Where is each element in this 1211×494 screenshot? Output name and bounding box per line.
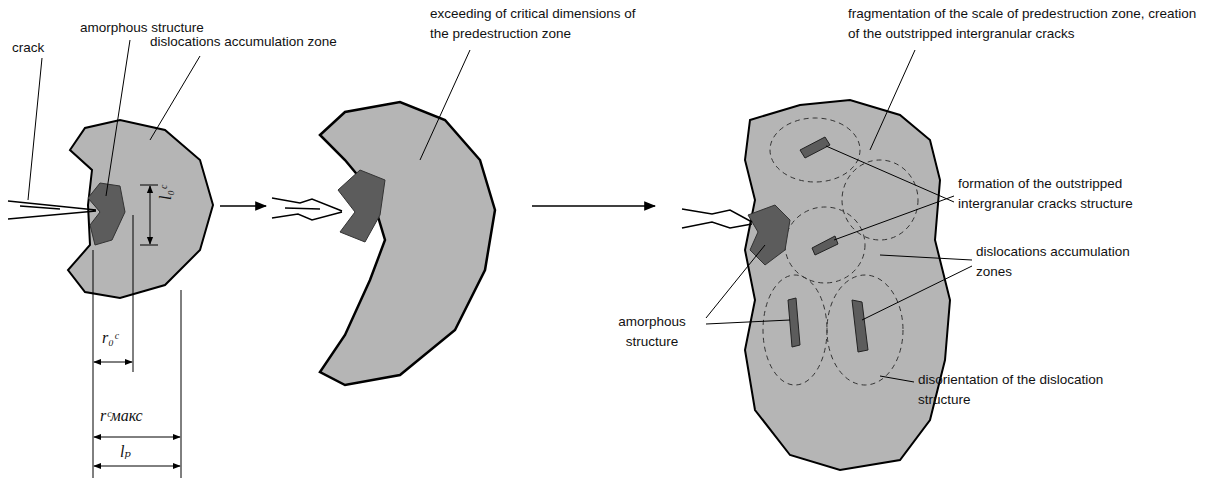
callout-label: dislocations accumulation zones bbox=[976, 242, 1161, 281]
dimension-label: rᶜмакс bbox=[100, 404, 143, 427]
leader-line bbox=[706, 320, 790, 324]
callout-label: dislocations accumulation zone bbox=[150, 32, 337, 52]
leader-line bbox=[880, 255, 972, 260]
leader-line bbox=[826, 146, 954, 202]
leader-line bbox=[420, 50, 470, 160]
callout-label: amorphous structure bbox=[600, 312, 704, 351]
dimension-line bbox=[150, 186, 151, 244]
callout-label: disorientation of the dislocation struct… bbox=[918, 370, 1118, 409]
leader-line bbox=[870, 50, 915, 150]
stage-two bbox=[272, 50, 495, 385]
amorphous-zone bbox=[338, 170, 385, 242]
leader-line bbox=[106, 40, 130, 196]
stage-arrow bbox=[220, 205, 266, 207]
amorphous-zone bbox=[788, 298, 800, 347]
crack-line bbox=[272, 198, 342, 220]
intergranular-crack bbox=[800, 137, 830, 158]
tick bbox=[140, 185, 158, 186]
callout-label: crack bbox=[12, 38, 44, 58]
fragment-outlines bbox=[763, 118, 918, 385]
dislocation-zone bbox=[320, 102, 495, 385]
leader-line bbox=[706, 245, 765, 318]
callout-label: formation of the outstripped intergranul… bbox=[958, 174, 1173, 213]
amorphous-zone bbox=[748, 205, 790, 265]
dimension-line bbox=[94, 466, 180, 467]
crack-line bbox=[682, 209, 752, 228]
tick bbox=[140, 245, 158, 246]
extension-line bbox=[181, 290, 182, 478]
amorphous-zone bbox=[852, 300, 868, 352]
stage-one bbox=[8, 40, 213, 478]
leader-line bbox=[150, 56, 200, 140]
leader-line bbox=[834, 196, 954, 240]
dimension-line bbox=[94, 437, 180, 438]
stage-three bbox=[682, 50, 972, 470]
leader-line bbox=[880, 376, 914, 382]
crack-line bbox=[8, 201, 96, 219]
extension-line bbox=[93, 250, 94, 478]
intergranular-crack bbox=[812, 236, 838, 255]
stage-arrow bbox=[532, 205, 655, 207]
dimension-label: r₀ᶜ bbox=[102, 326, 118, 349]
extension-line bbox=[133, 215, 134, 372]
callout-label: exceeding of critical dimensions of the … bbox=[430, 4, 656, 43]
dimension-label: lₚ bbox=[120, 440, 131, 463]
leader-line bbox=[862, 266, 972, 320]
dimension-label: l₀ᶜ bbox=[154, 186, 177, 200]
leader-line bbox=[28, 58, 42, 200]
callout-label: fragmentation of the scale of predestruc… bbox=[848, 4, 1204, 43]
dimension-line bbox=[94, 362, 132, 363]
